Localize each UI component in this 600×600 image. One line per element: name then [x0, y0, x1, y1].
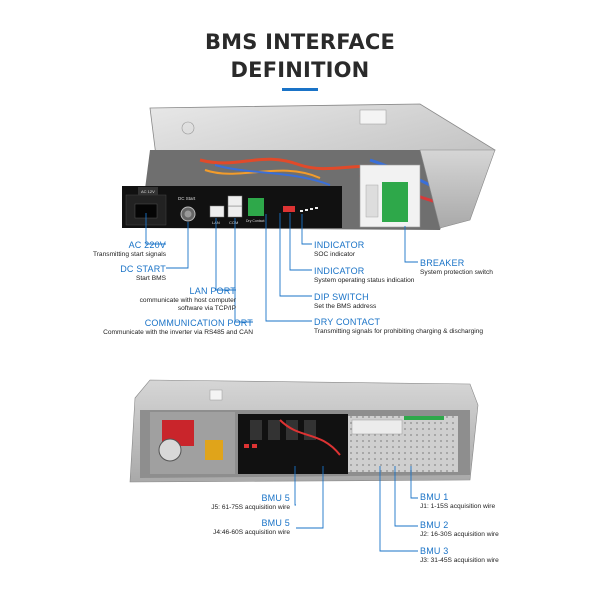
label-ac-220v-head: AC 220V: [128, 240, 166, 250]
breaker-switch: [382, 182, 408, 222]
label-indicator-soc-head: INDICATOR: [314, 240, 365, 250]
label-bmu5-j4-head: BMU 5: [261, 518, 290, 528]
label-dc-start-desc: Start BMS: [135, 275, 166, 282]
dip-switch: [283, 206, 295, 212]
label-indicator-soc-desc: SOC indicator: [314, 251, 356, 258]
dry-contact-text: Dry Contact: [246, 219, 265, 223]
label-dip-switch-head: DIP SWITCH: [314, 292, 369, 302]
lid-label: [359, 109, 387, 125]
com-text: COM: [229, 220, 238, 225]
label-bmu5-j5-desc: J5: 61-75S acquisition wire: [211, 504, 290, 511]
label-indicator-status-desc: System operating status indication: [314, 277, 415, 284]
label-dip-switch-desc: Set the BMS address: [314, 303, 377, 310]
label-indicator-status: INDICATOR System operating status indica…: [314, 266, 474, 285]
label-bmu5-j4: BMU 5 J4:46-60S acquisition wire: [150, 518, 290, 537]
label-bmu3-head: BMU 3: [420, 546, 449, 556]
top-leader-lines: [145, 213, 418, 323]
bottom-leader-lines: [294, 466, 418, 552]
com-port-2: [227, 195, 243, 207]
label-breaker: BREAKER System protection switch: [420, 258, 540, 277]
label-bmu1-desc: J1: 1-15S acquisition wire: [420, 503, 496, 510]
label-bmu3-desc: J3: 31-45S acquisition wire: [420, 557, 499, 564]
label-communication-port-head: COMMUNICATION PORT: [144, 318, 253, 328]
lan-port: [209, 205, 225, 218]
label-breaker-desc: System protection switch: [420, 269, 493, 276]
label-bmu1-head: BMU 1: [420, 492, 449, 502]
label-lan-port-head: LAN PORT: [189, 286, 236, 296]
bms-bottom-device: [129, 379, 479, 483]
label-bmu5-j5-head: BMU 5: [261, 493, 290, 503]
page-title-line1: BMS INTERFACE: [204, 30, 396, 54]
label-dry-contact-head: DRY CONTACT: [314, 317, 381, 327]
label-bmu3: BMU 3 J3: 31-45S acquisition wire: [420, 546, 540, 565]
label-dc-start-head: DC START: [120, 264, 166, 274]
label-dry-contact-desc: Transmitting signals for prohibiting cha…: [314, 328, 484, 335]
label-lan-port: LAN PORT communicate with host computer …: [66, 286, 236, 313]
label-bmu2-head: BMU 2: [420, 520, 449, 530]
label-bmu1: BMU 1 J1: 1-15S acquisition wire: [420, 492, 540, 511]
label-bmu2: BMU 2 J2: 16-30S acquisition wire: [420, 520, 540, 539]
label-ac-220v-desc: Transmitting start signals: [92, 251, 166, 258]
label-indicator-soc: INDICATOR SOC indicator: [314, 240, 444, 259]
title-underline: [282, 88, 318, 91]
label-dc-start: DC START Start BMS: [6, 264, 166, 283]
label-communication-port-desc: Communicate with the inverter via RS485 …: [103, 329, 253, 336]
page-title-line2: DEFINITION: [230, 58, 370, 82]
bms-top-device: AC 12V DC Start LAN COM Dry Contact: [122, 103, 496, 230]
label-bmu5-j5: BMU 5 J5: 61-75S acquisition wire: [150, 493, 290, 512]
label-ac-220v: AC 220V Transmitting start signals: [6, 240, 166, 259]
label-communication-port: COMMUNICATION PORT Communicate with the …: [3, 318, 253, 337]
dry-contact-terminal: [248, 198, 264, 216]
label-bmu5-j4-desc: J4:46-60S acquisition wire: [213, 529, 290, 536]
dc-start-text: DC Start: [178, 196, 196, 201]
com-port-1: [227, 205, 243, 218]
label-dip-switch: DIP SWITCH Set the BMS address: [314, 292, 444, 311]
label-lan-port-desc: communicate with host computer software …: [139, 297, 236, 312]
label-indicator-status-head: INDICATOR: [314, 266, 365, 276]
label-bmu2-desc: J2: 16-30S acquisition wire: [420, 531, 499, 538]
label-dry-contact: DRY CONTACT Transmitting signals for pro…: [314, 317, 524, 336]
ac-text: AC 12V: [141, 189, 155, 194]
label-breaker-head: BREAKER: [420, 258, 465, 268]
